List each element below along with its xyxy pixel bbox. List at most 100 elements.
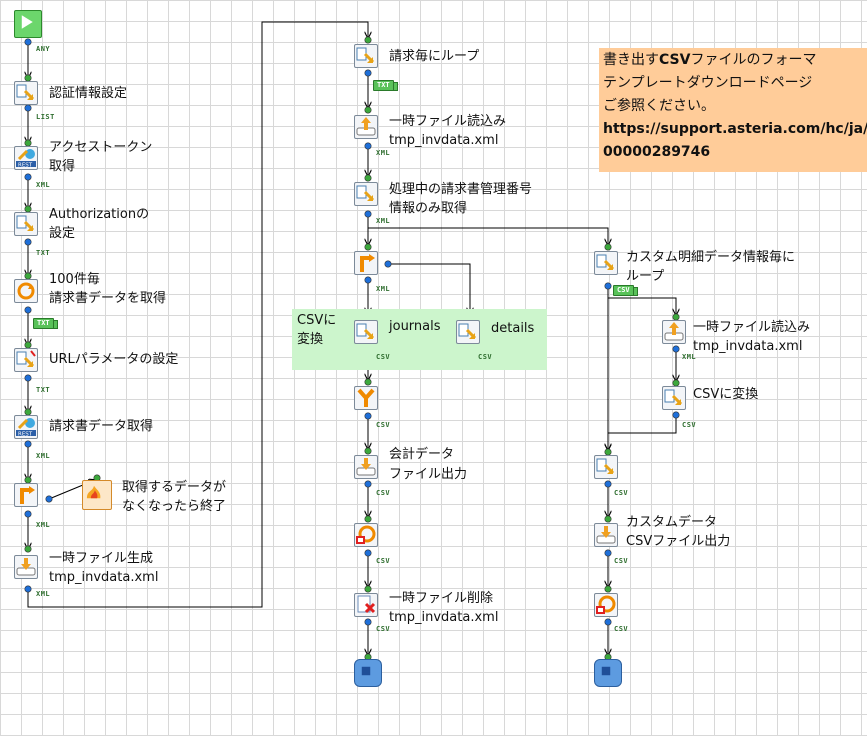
mapper-icon[interactable]: [14, 348, 38, 372]
output-port[interactable]: [364, 142, 372, 150]
branch-icon[interactable]: [354, 251, 378, 275]
input-port[interactable]: [364, 378, 372, 386]
connector: [368, 227, 608, 245]
label-custout-1: カスタムデータ: [626, 515, 718, 530]
mapper-icon[interactable]: [14, 212, 38, 236]
stream-tag: XML: [36, 181, 51, 189]
output-port[interactable]: [24, 440, 32, 448]
input-port[interactable]: [364, 36, 372, 44]
input-port[interactable]: [604, 515, 612, 523]
stream-tag: TXT: [33, 318, 58, 329]
input-port[interactable]: [364, 243, 372, 251]
branch-icon[interactable]: [14, 483, 38, 507]
label-details: details: [491, 321, 535, 336]
output-port[interactable]: [24, 374, 32, 382]
note-line4: https://support.asteria.com/hc/ja/a: [603, 121, 867, 137]
output-port[interactable]: [604, 618, 612, 626]
input-port[interactable]: [364, 585, 372, 593]
connector: [27, 21, 368, 608]
label-tmpread2-2: tmp_invdata.xml: [693, 339, 803, 354]
stream-tag: CSV: [478, 353, 493, 361]
input-port[interactable]: [604, 585, 612, 593]
output-port[interactable]: [364, 549, 372, 557]
mapper-icon[interactable]: [594, 455, 618, 479]
note-line2: テンプレートダウンロードページ: [603, 75, 813, 91]
connector: [388, 263, 470, 314]
output-port[interactable]: [364, 69, 372, 77]
loop-mapper-icon[interactable]: [594, 251, 618, 275]
output-port[interactable]: [24, 173, 32, 181]
input-port[interactable]: [24, 545, 32, 553]
mapper-icon[interactable]: [354, 320, 378, 344]
file-put-icon[interactable]: [14, 555, 38, 579]
output-port[interactable]: [45, 495, 53, 503]
mapper-icon[interactable]: [456, 320, 480, 344]
output-port[interactable]: [24, 104, 32, 112]
output-port[interactable]: [364, 276, 372, 284]
connector: [608, 415, 677, 450]
label-custloop-1: カスタム明細データ情報毎に: [626, 250, 796, 265]
output-port[interactable]: [604, 282, 612, 290]
stream-tag: CSV: [376, 353, 391, 361]
stream-tag: XML: [682, 353, 697, 361]
stream-tag: ANY: [36, 45, 51, 53]
input-port[interactable]: [604, 243, 612, 251]
stream-tag: CSV: [682, 421, 697, 429]
output-port[interactable]: [384, 260, 392, 268]
loop-icon[interactable]: [14, 279, 38, 303]
output-port[interactable]: [604, 549, 612, 557]
stream-tag: XML: [36, 452, 51, 460]
stream-tag: CSV: [376, 421, 391, 429]
stop-icon[interactable]: [354, 659, 382, 687]
label-tmpdel-2: tmp_invdata.xml: [389, 610, 499, 625]
file-get-icon[interactable]: [662, 320, 686, 344]
loop-end-icon[interactable]: [594, 593, 618, 617]
label-authz-2: 設定: [49, 226, 76, 241]
label-custloop-2: ループ: [626, 269, 665, 284]
output-port[interactable]: [364, 480, 372, 488]
output-port[interactable]: [24, 306, 32, 314]
stream-tag: XML: [36, 521, 51, 529]
label-tmpgen-1: 一時ファイル生成: [49, 551, 154, 566]
output-port[interactable]: [24, 238, 32, 246]
label-csvconv: CSVに変換: [693, 387, 759, 402]
label-tmpread-2: tmp_invdata.xml: [389, 133, 499, 148]
note-line1-c: ファイルのフォーマ: [690, 52, 817, 68]
input-port[interactable]: [364, 515, 372, 523]
file-delete-icon[interactable]: [354, 593, 378, 617]
label-acc-1: 会計データ: [389, 447, 455, 462]
rest-icon[interactable]: REST: [14, 146, 38, 170]
label-tmpdel-1: 一時ファイル削除: [389, 591, 494, 606]
label-loop-invoice: 請求毎にループ: [389, 49, 480, 64]
rest-icon[interactable]: REST: [14, 415, 38, 439]
output-port[interactable]: [24, 38, 32, 46]
input-port[interactable]: [364, 106, 372, 114]
file-get-icon[interactable]: [354, 115, 378, 139]
stream-tag: CSV: [614, 557, 629, 565]
output-port[interactable]: [24, 585, 32, 593]
output-port[interactable]: [672, 345, 680, 353]
label-per100-1: 100件毎: [49, 272, 100, 287]
stop-icon[interactable]: [594, 659, 622, 687]
loop-mapper-icon[interactable]: [354, 44, 378, 68]
end-exception-icon[interactable]: [82, 480, 112, 510]
merge-icon[interactable]: [354, 386, 378, 410]
file-put-icon[interactable]: [354, 455, 378, 479]
label-tmpread-1: 一時ファイル読込み: [389, 114, 507, 129]
file-put-icon[interactable]: [594, 523, 618, 547]
start-icon[interactable]: [14, 10, 42, 38]
mapper-icon[interactable]: [662, 386, 686, 410]
mapper-icon[interactable]: [354, 182, 378, 206]
output-port[interactable]: [364, 210, 372, 218]
csv-convert-group[interactable]: CSVに 変換: [292, 309, 547, 370]
output-port[interactable]: [24, 510, 32, 518]
output-port[interactable]: [364, 618, 372, 626]
output-port[interactable]: [364, 412, 372, 420]
output-port[interactable]: [604, 480, 612, 488]
output-port[interactable]: [672, 411, 680, 419]
mapper-icon[interactable]: [14, 81, 38, 105]
input-port[interactable]: [364, 447, 372, 455]
input-port[interactable]: [364, 174, 372, 182]
loop-end-icon[interactable]: [354, 523, 378, 547]
